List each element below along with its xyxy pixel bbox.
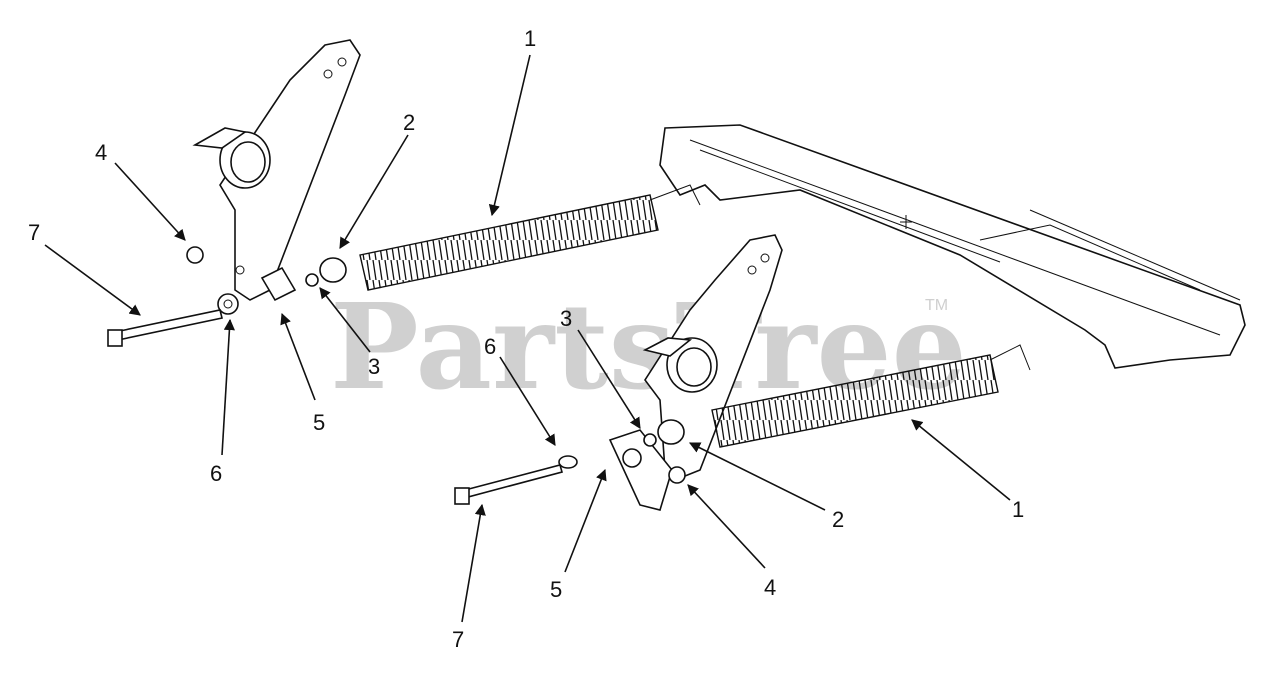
callout-4-lower: 4 (764, 575, 776, 600)
callout-2-upper: 2 (403, 110, 415, 135)
callout-1-upper: 1 (524, 26, 536, 51)
watermark-trademark: TM (925, 297, 948, 314)
left-pivot-bracket (192, 39, 361, 301)
callout-leaders (44, 54, 1011, 623)
callout-2-lower: 2 (832, 507, 844, 532)
callout-3-upper: 3 (368, 354, 380, 379)
callout-5-upper: 5 (313, 410, 325, 435)
left-spacer-and-nuts (107, 246, 347, 347)
callout-1-lower: 1 (1012, 497, 1024, 522)
right-pivot-bracket (608, 234, 783, 511)
right-spring (711, 344, 1031, 448)
right-spacer-and-nuts (454, 419, 686, 505)
callout-5-lower: 5 (550, 577, 562, 602)
callout-7-lower: 7 (452, 627, 464, 652)
callout-6-lower: 6 (484, 334, 496, 359)
callout-6-upper: 6 (210, 461, 222, 486)
callout-4-upper: 4 (95, 140, 107, 165)
callout-7-upper: 7 (28, 220, 40, 245)
left-spring (359, 184, 701, 291)
callout-3-lower: 3 (560, 306, 572, 331)
